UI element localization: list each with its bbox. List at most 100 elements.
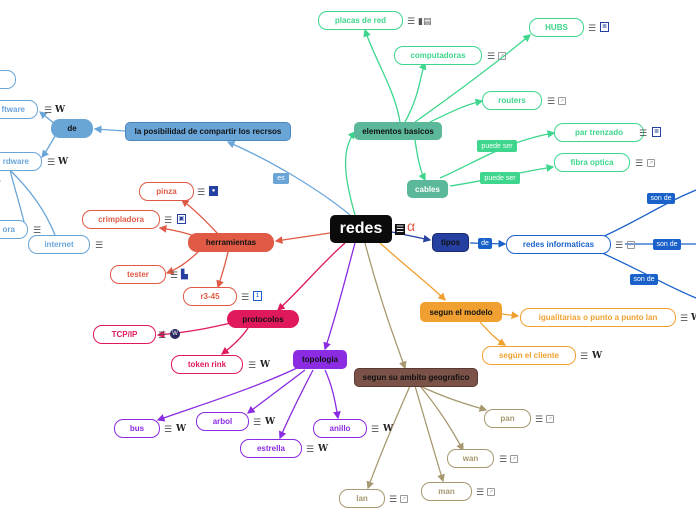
note-icon: ☰ [241,292,250,302]
edge-label-son-de-3: son de [630,274,658,285]
edge-label-son-de-2: son de [653,239,681,250]
note-icon: ☰ [389,494,398,504]
wikipedia-icon[interactable]: W [260,360,271,370]
node-protocolos[interactable]: protocolos [227,310,299,328]
wikipedia-icon[interactable]: W [176,424,187,434]
node-pan[interactable]: pan [484,409,531,428]
link-icon[interactable]: ↗ [400,495,408,503]
node-par-trenzado[interactable]: par trenzado [554,123,644,142]
node-herramientas[interactable]: herramientas [188,233,274,252]
document-icon[interactable]: ≣ [652,127,661,137]
note-icon: ☰ [580,351,589,361]
note-icon: ☰ [639,128,648,138]
node-de[interactable]: de [51,119,93,138]
node-arbol[interactable]: arbol [196,412,249,431]
note-icon: ☰ [164,215,173,225]
image-icon: ▮▤ [418,16,432,26]
node-igualitarias[interactable]: igualitarias o punto a punto lan [520,308,676,327]
central-label: redes [339,220,383,237]
photo-icon[interactable]: ● [209,186,218,196]
node-tipos[interactable]: tipos [432,233,469,252]
note-icon: ☰ [44,105,53,115]
note-icon: ☰ [547,96,556,106]
node-internet[interactable]: internet [28,235,90,254]
note-icon: ☰ [487,51,496,61]
node-computadoras[interactable]: computadoras [394,46,482,65]
node-hardware[interactable]: rdware [0,152,42,171]
node-fibra-optica[interactable]: fibra optica [554,153,630,172]
wikipedia-icon[interactable]: W [383,424,394,434]
note-icon: ☰ [407,16,416,26]
note-icon: ☰ [680,313,689,323]
node-posibilidad-compartir[interactable]: la posibilidad de compartir los recrsos [125,122,291,141]
document-icon[interactable]: ≣ [600,22,609,32]
note-icon: ☰ [248,360,257,370]
link-icon[interactable]: ↗ [647,159,655,167]
note-icon: ☰ [535,414,544,424]
central-node-redes[interactable]: redes [330,215,392,243]
node-crimpladora[interactable]: crimpladora [82,210,160,229]
link-icon[interactable]: ↗ [498,52,506,60]
node-cables[interactable]: cables [407,180,448,198]
edge-label-puede-ser-2: puede ser [480,172,520,184]
link-icon[interactable]: ↗ [558,97,566,105]
wikipedia-icon[interactable]: W [265,417,276,427]
note-icon: ☰ [95,240,104,250]
node-token-rink[interactable]: token rink [171,355,243,374]
node-tester[interactable]: tester [110,265,166,284]
note-icon: ☰ [395,224,405,235]
note-icon: ☰ [164,424,173,434]
node-placas-de-red[interactable]: placas de red [318,11,403,30]
link-icon[interactable]: ↗ [546,415,554,423]
node-anillo[interactable]: anillo [313,419,367,438]
node-pinza[interactable]: pinza [139,182,194,201]
link-icon[interactable]: ↗ [627,241,635,249]
wikipedia-icon[interactable]: W [318,444,329,454]
note-icon: ☰ [253,417,262,427]
image-icon[interactable]: ▙ [181,269,188,279]
photo-icon[interactable]: ▣ [177,214,186,224]
note-icon: ☰ [170,270,179,280]
wikipedia-icon[interactable]: W [55,105,66,115]
node-man[interactable]: man [421,482,472,501]
node-wan[interactable]: wan [447,449,494,468]
edge-label-son-de-1: son de [647,193,675,204]
node-r3-45[interactable]: r3-45 [183,287,237,306]
note-icon: ☰ [306,444,315,454]
note-icon: ☰ [588,23,597,33]
note-icon: ☰ [197,187,206,197]
wikipedia-icon[interactable]: W [691,313,696,323]
node-elementos-basicos[interactable]: elementos basicos [354,122,442,140]
wikipedia-icon[interactable]: W [592,351,603,361]
node-estrella[interactable]: estrella [240,439,302,458]
wikipedia-circle-icon[interactable]: W [170,329,180,339]
node-lan[interactable]: lan [339,489,385,508]
link-icon[interactable]: ↗ [487,488,495,496]
node-topologia[interactable]: topologia [293,350,347,369]
node-bus[interactable]: bus [114,419,160,438]
node-impresora[interactable]: ora [0,220,28,239]
node-partial-top[interactable] [0,70,16,89]
node-routers[interactable]: routers [482,91,542,110]
note-icon: ☰ [371,424,380,434]
node-redes-informaticas[interactable]: redes informaticas [506,235,611,254]
node-segun-ambito-geografico[interactable]: segun su ambito geografico [354,368,478,387]
node-tcp-ip[interactable]: TCP/IP [93,325,156,344]
node-hubs[interactable]: HUBS [529,18,584,37]
node-segun-el-modelo[interactable]: segun el modelo [420,302,502,322]
node-segun-el-cliente[interactable]: según el cliente [482,346,576,365]
alpha-icon: α [407,218,416,234]
note-icon: ☰ [499,454,508,464]
wikipedia-icon[interactable]: W [58,157,69,167]
note-icon: ☰ [47,157,56,167]
edge-label-de: de [478,238,492,249]
number-icon[interactable]: 1 [253,291,262,301]
note-icon: ☰ [635,158,644,168]
edge-label-es: es [273,173,289,184]
note-icon: ☰ [615,240,624,250]
note-icon: ☰ [476,487,485,497]
node-software[interactable]: ftware [0,100,38,119]
note-icon: ☰ [158,330,167,340]
link-icon[interactable]: ↗ [510,455,518,463]
